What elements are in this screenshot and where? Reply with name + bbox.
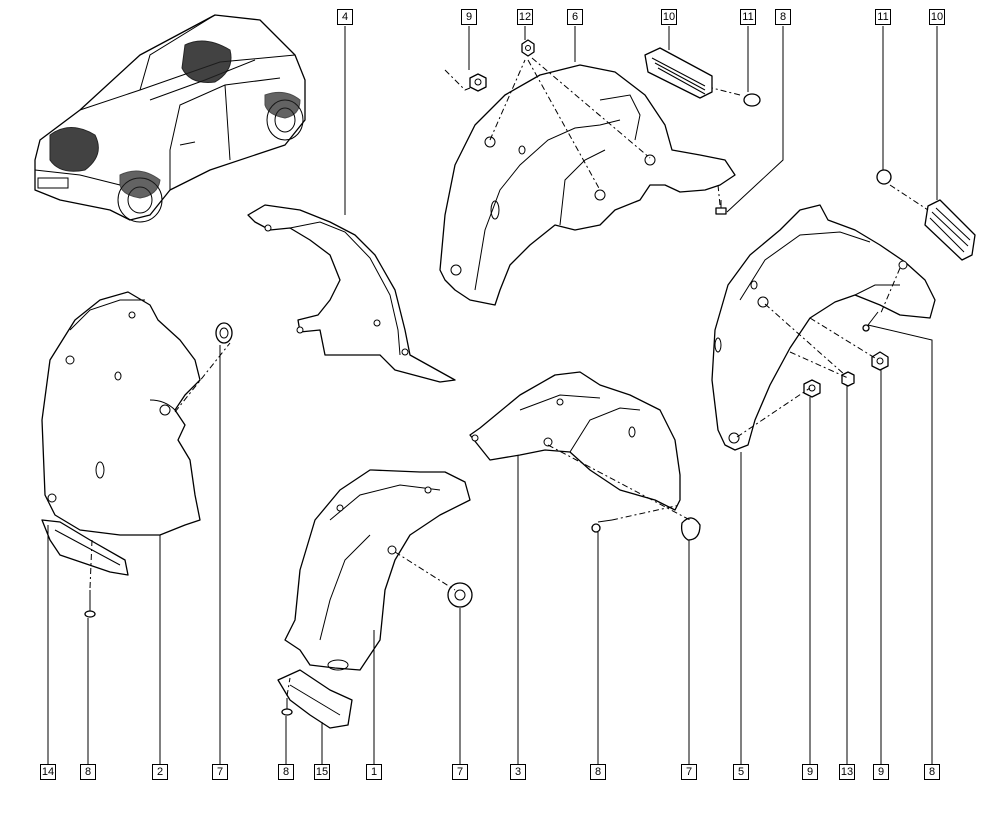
grommet-icon[interactable] — [680, 517, 701, 541]
callout-8[interactable]: 8 — [278, 764, 294, 780]
screw-icon[interactable] — [862, 311, 879, 332]
callout-15[interactable]: 15 — [314, 764, 330, 780]
callout-9[interactable]: 9 — [873, 764, 889, 780]
callout-4[interactable]: 4 — [337, 9, 353, 25]
vent-grille-icon[interactable] — [924, 199, 976, 261]
wheel-arch-liner-4[interactable] — [247, 204, 456, 383]
callout-8[interactable]: 8 — [775, 9, 791, 25]
grommet-icon[interactable] — [743, 93, 761, 107]
callout-9[interactable]: 9 — [461, 9, 477, 25]
screw-icon[interactable] — [281, 698, 293, 716]
callout-9[interactable]: 9 — [802, 764, 818, 780]
callout-11[interactable]: 11 — [740, 9, 756, 25]
callout-8[interactable]: 8 — [590, 764, 606, 780]
assembly-lines — [89, 57, 929, 697]
nut-icon[interactable] — [803, 379, 821, 398]
grommet-icon[interactable] — [447, 582, 473, 608]
vent-grille-icon[interactable] — [644, 47, 713, 99]
callout-14[interactable]: 14 — [40, 764, 56, 780]
screw-icon[interactable] — [84, 590, 96, 618]
deflector-strip-14[interactable] — [41, 519, 129, 576]
callout-7[interactable]: 7 — [212, 764, 228, 780]
callout-10[interactable]: 10 — [661, 9, 677, 25]
callout-11[interactable]: 11 — [875, 9, 891, 25]
callout-7[interactable]: 7 — [681, 764, 697, 780]
car-overview-icon — [34, 14, 306, 223]
screw-icon[interactable] — [591, 519, 613, 533]
grommet-icon[interactable] — [215, 322, 233, 344]
deflector-strip-15[interactable] — [277, 669, 353, 729]
callout-5[interactable]: 5 — [733, 764, 749, 780]
clip-icon[interactable] — [521, 39, 535, 57]
callout-8[interactable]: 8 — [80, 764, 96, 780]
callout-2[interactable]: 2 — [152, 764, 168, 780]
wheel-arch-liner-2[interactable] — [41, 291, 201, 536]
callout-1[interactable]: 1 — [366, 764, 382, 780]
wheel-arch-liner-5[interactable] — [711, 204, 936, 451]
callout-6[interactable]: 6 — [567, 9, 583, 25]
callout-7[interactable]: 7 — [452, 764, 468, 780]
callout-3[interactable]: 3 — [510, 764, 526, 780]
callout-8[interactable]: 8 — [924, 764, 940, 780]
clip-icon[interactable] — [841, 371, 855, 387]
wheel-arch-liner-1[interactable] — [284, 469, 471, 671]
screw-icon[interactable] — [715, 200, 727, 215]
grommet-icon[interactable] — [876, 169, 892, 185]
callout-12[interactable]: 12 — [517, 9, 533, 25]
wheel-arch-liner-3[interactable] — [469, 371, 681, 511]
leader-lines — [47, 26, 938, 764]
nut-icon[interactable] — [871, 351, 889, 371]
wheel-arch-liner-6[interactable] — [439, 64, 736, 306]
nut-icon[interactable] — [469, 73, 487, 92]
callout-13[interactable]: 13 — [839, 764, 855, 780]
callout-10[interactable]: 10 — [929, 9, 945, 25]
